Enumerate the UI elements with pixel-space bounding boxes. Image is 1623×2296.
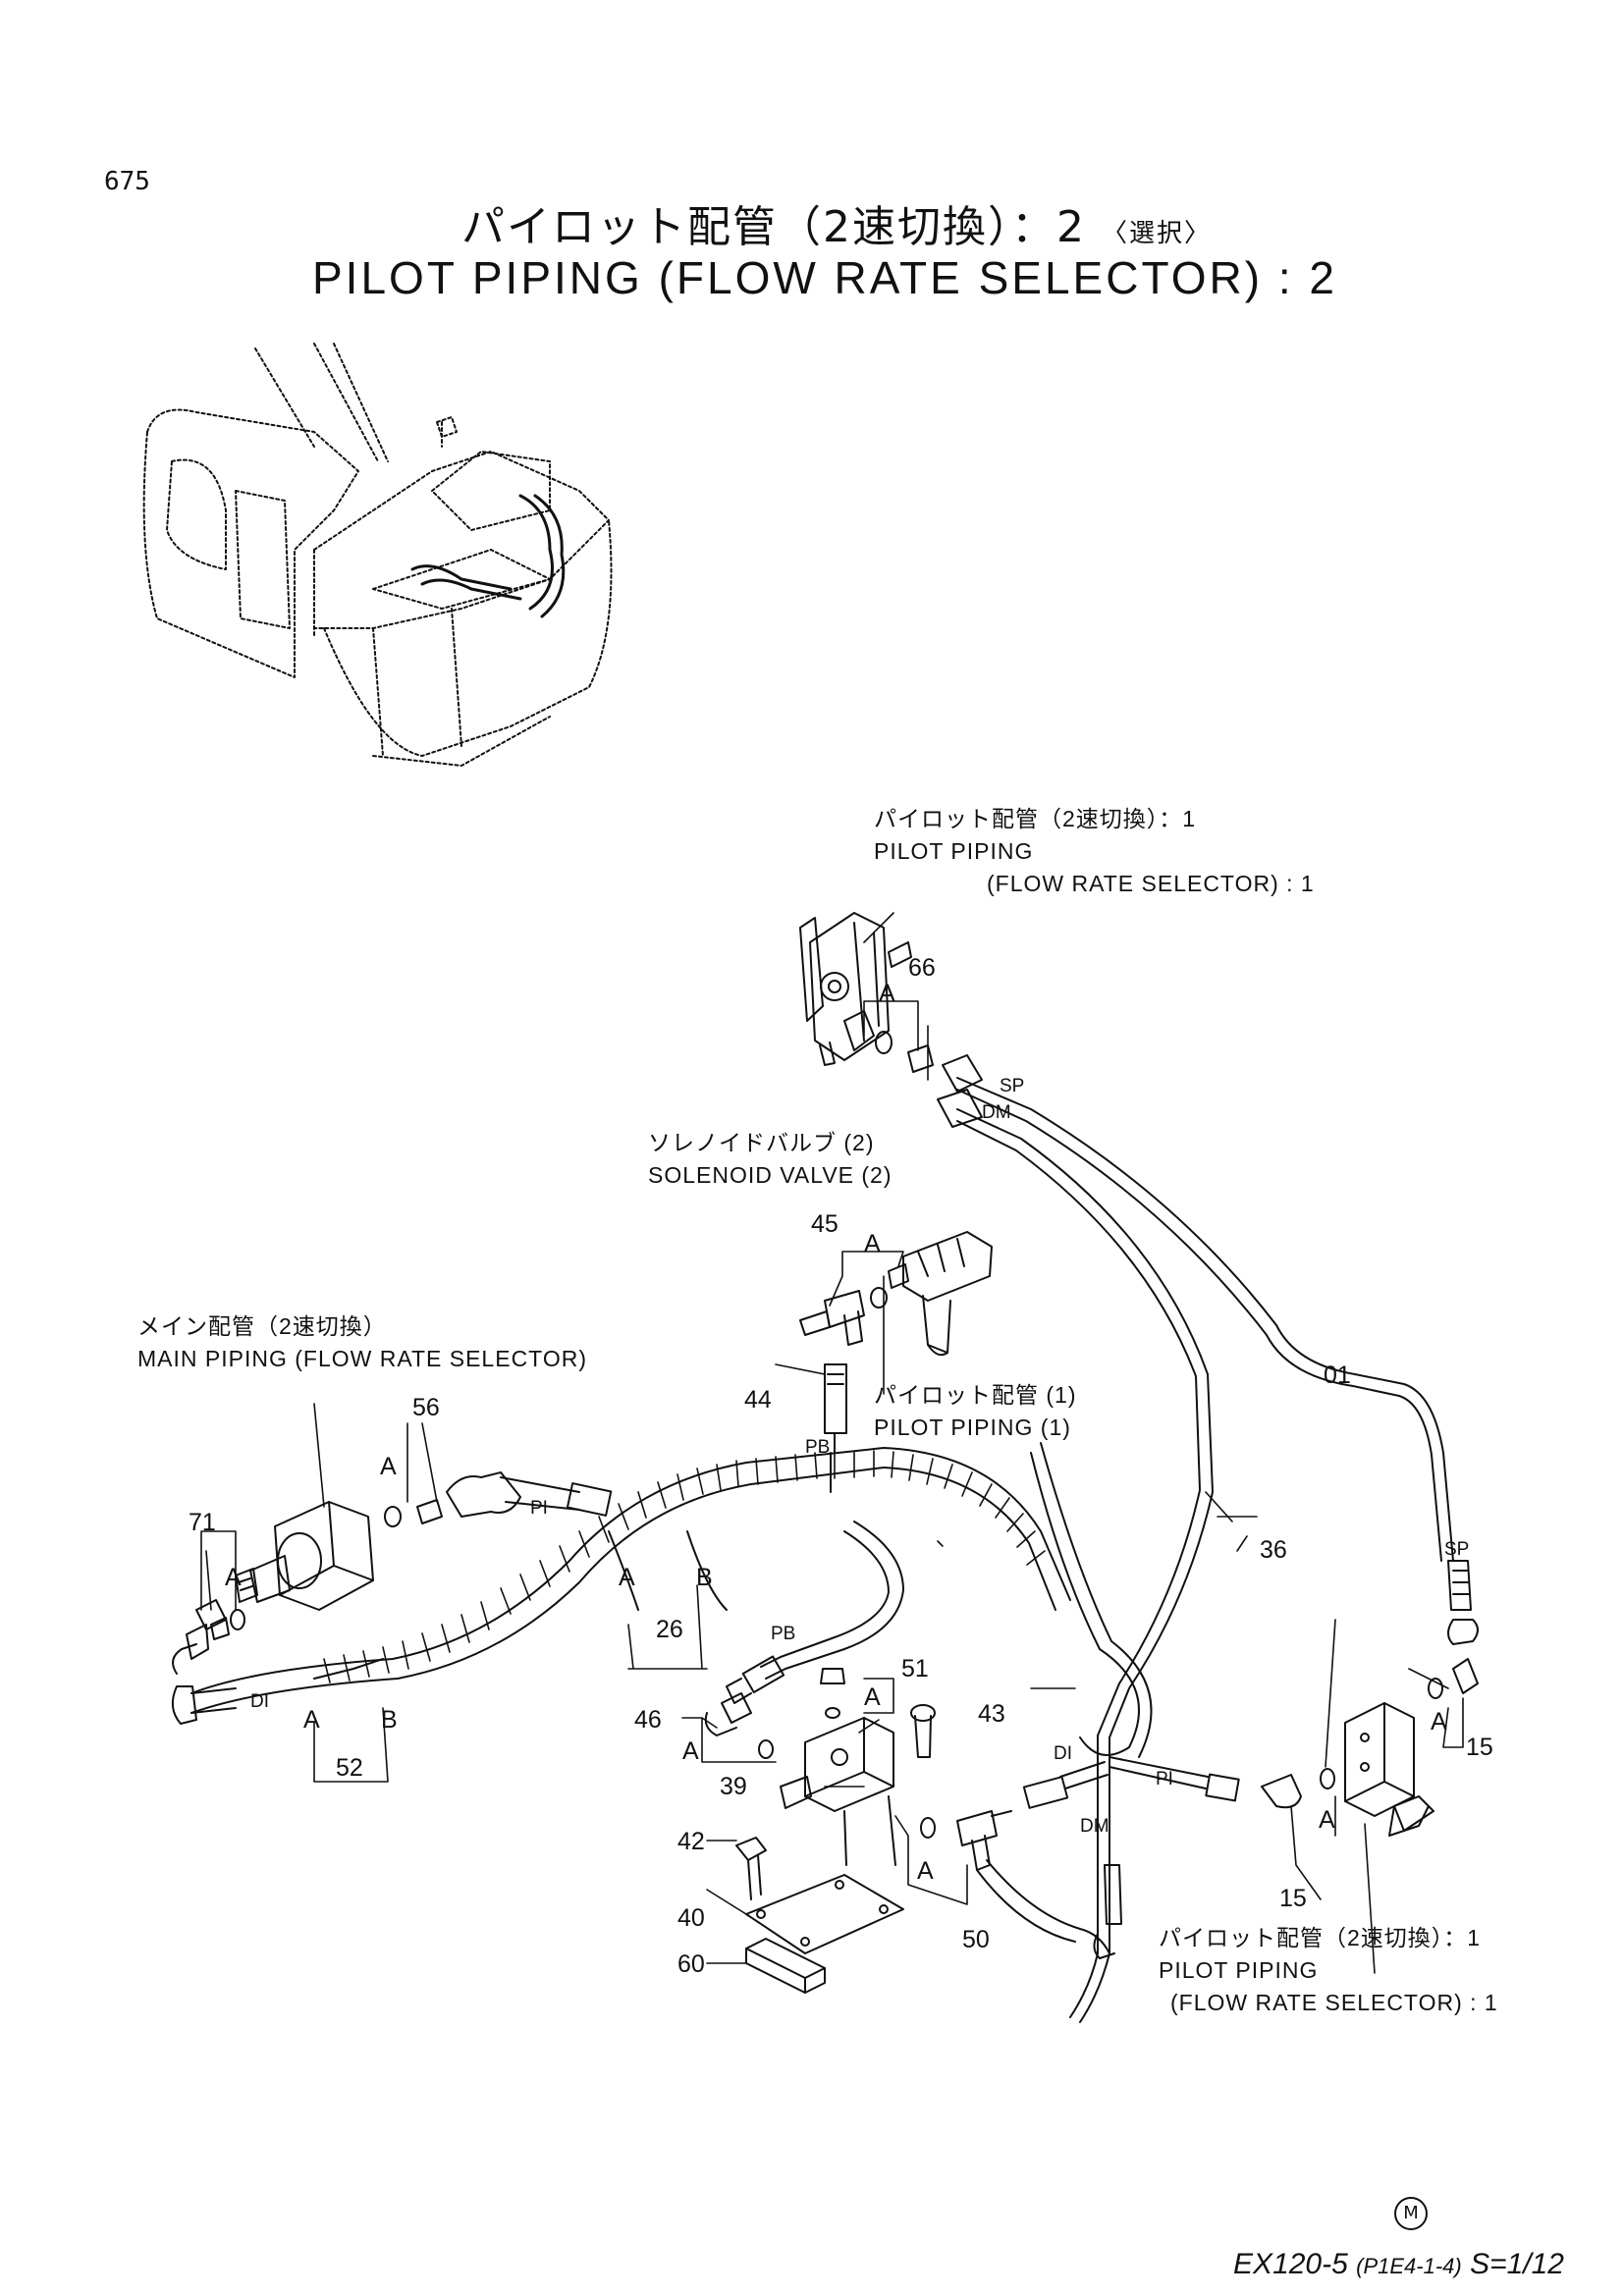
page-title-jp-main: パイロット配管（2速切換）：2 bbox=[461, 202, 1086, 252]
pipe-sp-to-01 bbox=[956, 1077, 1454, 1562]
footer-scale: S=1/12 bbox=[1470, 2248, 1564, 2280]
detail-letter-a: A bbox=[1431, 1708, 1447, 1735]
part-number-39: 39 bbox=[720, 1773, 747, 1800]
page-title-en: PILOT PIPING (FLOW RATE SELECTOR) : 2 bbox=[312, 252, 1337, 303]
part-number-46: 46 bbox=[634, 1706, 662, 1734]
callout-line: PILOT PIPING bbox=[1159, 1957, 1319, 1983]
part-number-43: 43 bbox=[978, 1700, 1005, 1728]
page-number: 675 bbox=[104, 167, 150, 196]
part-number-71: 71 bbox=[189, 1509, 216, 1536]
part-number-15-upper: 15 bbox=[1466, 1734, 1493, 1761]
detail-letter-a: A bbox=[303, 1706, 320, 1734]
pipe-di-pi-right bbox=[1022, 1756, 1240, 1809]
footer-model: EX120-5 bbox=[1233, 2248, 1348, 2280]
callout-line: MAIN PIPING (FLOW RATE SELECTOR) bbox=[137, 1346, 587, 1371]
pipe-pb-down bbox=[726, 1521, 904, 1704]
callout-line: パイロット配管（2速切換）：1 bbox=[1159, 1925, 1482, 1950]
detail-letter-a: A bbox=[682, 1737, 699, 1765]
port-label-dm: DM bbox=[982, 1102, 1011, 1123]
fitting-71 bbox=[186, 1609, 245, 1660]
callout-line: PILOT PIPING bbox=[874, 838, 1034, 864]
m-circle-mark: M bbox=[1394, 2197, 1428, 2230]
part-number-44: 44 bbox=[744, 1386, 772, 1414]
port-label-pi-right: PI bbox=[1156, 1769, 1173, 1789]
callout-solenoid-valve: ソレノイドバルブ (2) SOLENOID VALVE (2) bbox=[648, 1127, 893, 1192]
footer-model-info: EX120-5 (P1E4-1-4) S=1/12 bbox=[1233, 2248, 1564, 2281]
callout-pilot-piping-bottom: パイロット配管（2速切換）：1 PILOT PIPING (FLOW RATE … bbox=[1159, 1922, 1498, 2019]
callout-line: パイロット配管（2速切換）：1 bbox=[874, 806, 1197, 831]
callout-pilot-piping-one: パイロット配管 (1) PILOT PIPING (1) bbox=[874, 1379, 1077, 1444]
excavator-overview-illustration bbox=[142, 343, 613, 767]
pipe-dm-lower-end bbox=[1093, 1864, 1122, 1959]
fitting-56 bbox=[384, 1471, 613, 1527]
pipe-return-loop bbox=[1030, 1442, 1153, 1758]
detail-letter-a: A bbox=[1319, 1806, 1335, 1834]
detail-letter-a: A bbox=[864, 1683, 881, 1711]
main-piping-selector-valve bbox=[235, 1501, 374, 1611]
tee-fitting-50 bbox=[920, 1810, 1110, 1954]
leader-lines bbox=[200, 912, 1464, 1974]
fitting-15-upper bbox=[1428, 1560, 1479, 1699]
part-number-52: 52 bbox=[336, 1754, 363, 1782]
detail-letter-a: A bbox=[225, 1564, 242, 1591]
callout-pilot-piping-top: パイロット配管（2速切換）：1 PILOT PIPING (FLOW RATE … bbox=[874, 803, 1315, 900]
pipe-dm-to-36 bbox=[956, 1108, 1214, 2023]
fitting-44 bbox=[824, 1363, 847, 1493]
part-number-36: 36 bbox=[1260, 1536, 1287, 1564]
part-number-40: 40 bbox=[677, 1904, 705, 1932]
detail-letter-a: A bbox=[619, 1564, 635, 1591]
fitting-66 bbox=[875, 1031, 983, 1128]
part-number-26: 26 bbox=[656, 1616, 683, 1643]
spiral-hose-bundle bbox=[190, 1447, 1071, 1714]
plate-40 bbox=[745, 1874, 904, 1954]
callout-line: パイロット配管 (1) bbox=[874, 1382, 1077, 1408]
elbow-fitting-46 bbox=[704, 1692, 774, 1759]
callout-line: (FLOW RATE SELECTOR) : 1 bbox=[987, 871, 1315, 896]
callout-line: (FLOW RATE SELECTOR) : 1 bbox=[1170, 1990, 1498, 2015]
part-number-01: 01 bbox=[1324, 1362, 1351, 1389]
part-number-45: 45 bbox=[811, 1210, 839, 1238]
detail-letter-a: A bbox=[864, 1230, 881, 1257]
part-number-60: 60 bbox=[677, 1950, 705, 1978]
plug-51 bbox=[820, 1668, 845, 1719]
port-label-pb-lower: PB bbox=[771, 1624, 796, 1644]
spacer-60 bbox=[745, 1938, 826, 1994]
detail-letter-a: A bbox=[879, 980, 895, 1007]
bolt-42 bbox=[735, 1837, 767, 1900]
part-number-51: 51 bbox=[901, 1655, 929, 1682]
part-number-42: 42 bbox=[677, 1828, 705, 1855]
callout-line: ソレノイドバルブ (2) bbox=[648, 1130, 875, 1155]
part-number-66: 66 bbox=[908, 954, 936, 982]
detail-letter-a: A bbox=[917, 1857, 934, 1885]
port-label-sp: SP bbox=[1000, 1076, 1025, 1096]
page-title-jp-suffix: 〈選択〉 bbox=[1102, 219, 1213, 248]
callout-line: メイン配管（2速切換） bbox=[137, 1313, 387, 1339]
port-label-pb: PB bbox=[805, 1437, 831, 1458]
selector-valve-block-39 bbox=[780, 1717, 896, 1866]
detail-letter-b: B bbox=[696, 1564, 713, 1591]
part-number-50: 50 bbox=[962, 1926, 990, 1953]
callout-main-piping: メイン配管（2速切換） MAIN PIPING (FLOW RATE SELEC… bbox=[137, 1310, 587, 1375]
port-label-dm-lower: DM bbox=[1080, 1816, 1109, 1837]
solenoid-valve-2 bbox=[888, 1231, 993, 1357]
port-label-pi: PI bbox=[530, 1498, 548, 1519]
part-number-56: 56 bbox=[412, 1394, 440, 1421]
bracket-pilot-piping bbox=[1344, 1702, 1434, 1837]
footer-code: (P1E4-1-4) bbox=[1356, 2254, 1462, 2278]
port-label-sp-right: SP bbox=[1444, 1539, 1470, 1560]
callout-line: PILOT PIPING (1) bbox=[874, 1415, 1071, 1440]
detail-letter-a: A bbox=[380, 1453, 397, 1480]
pilot-piping-1-valve-top bbox=[799, 912, 912, 1066]
port-label-di-right: DI bbox=[1054, 1743, 1072, 1764]
tee-fitting-45 bbox=[799, 1287, 888, 1346]
part-number-15-lower: 15 bbox=[1279, 1885, 1307, 1912]
bolt-43 bbox=[910, 1704, 936, 1758]
port-label-di-left: DI bbox=[250, 1691, 269, 1712]
callout-line: SOLENOID VALVE (2) bbox=[648, 1162, 893, 1188]
fitting-15-lower bbox=[1261, 1768, 1335, 1809]
highlighted-pipes-overview bbox=[410, 494, 566, 618]
page-title-jp: パイロット配管（2速切換）：2 〈選択〉 bbox=[461, 191, 1212, 254]
detail-letter-b: B bbox=[381, 1706, 398, 1734]
